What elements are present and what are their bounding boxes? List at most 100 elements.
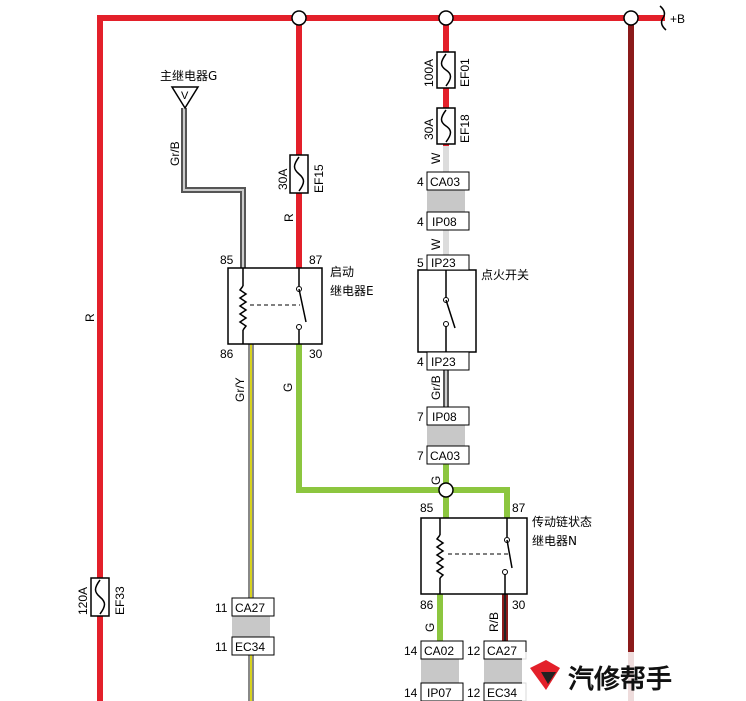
svg-text:IP23: IP23 [431, 256, 456, 270]
connector-ip23-top: IP23 5 [417, 254, 470, 271]
svg-text:11: 11 [215, 640, 228, 654]
svg-text:IP08: IP08 [432, 215, 457, 229]
trans-relay-name-line2: 继电器N [532, 534, 577, 548]
fuse-icon [440, 53, 452, 87]
wire-grb-main-relay [181, 108, 246, 268]
connector-ec34-left: EC34 11 [215, 636, 275, 656]
start-relay-pin-86: 86 [220, 347, 234, 361]
start-relay-name-line1: 启动 [330, 265, 354, 279]
wire-label-grb-ign: Gr/B [429, 375, 443, 400]
connector-ca27-right: CA27 12 [467, 640, 527, 660]
fuse-ef33-rating: 120A [76, 587, 90, 615]
fuse-ef15-name: EF15 [312, 164, 326, 193]
svg-text:14: 14 [404, 644, 418, 658]
connector-ip08-low: IP08 7 [417, 406, 470, 426]
junction-ef15 [291, 10, 307, 26]
wire-label-w-lower: W [429, 238, 443, 250]
start-relay-pin-87: 87 [309, 253, 323, 267]
svg-text:CA03: CA03 [430, 175, 460, 189]
svg-text:CA27: CA27 [235, 601, 265, 615]
ignition-switch: 点火开关 [417, 268, 529, 353]
connector-ca27-left: CA27 11 [215, 597, 275, 617]
svg-text:4: 4 [417, 175, 424, 189]
powertrain-relay-n: 85 86 87 30 传动链状态 继电器N [420, 501, 592, 612]
junction-right [623, 10, 639, 26]
fuse-ef01-name: EF01 [458, 58, 472, 87]
start-relay-e: 85 86 87 30 启动 继电器E [220, 253, 374, 361]
junction-green [438, 482, 454, 498]
svg-text:CA03: CA03 [430, 449, 460, 463]
svg-text:5: 5 [417, 256, 424, 270]
connector-ec34-right: EC34 12 [467, 682, 527, 701]
wire-bus-plus-b [97, 15, 665, 701]
wire-label-g-start: G [281, 383, 295, 392]
svg-text:7: 7 [417, 449, 424, 463]
connector-ca02: CA02 14 [404, 640, 464, 660]
main-relay-symbol-icon [170, 86, 200, 110]
fuse-ef33-name: EF33 [113, 586, 127, 615]
svg-text:EC34: EC34 [487, 686, 517, 700]
svg-text:IP23: IP23 [431, 355, 456, 369]
fuse-icon [293, 156, 305, 192]
bus-break-icon [659, 5, 667, 31]
svg-text:12: 12 [467, 644, 481, 658]
svg-text:14: 14 [404, 686, 418, 700]
junction-ef01 [438, 10, 454, 26]
svg-text:11: 11 [215, 601, 228, 615]
relay-coil-icon [435, 534, 445, 579]
fuse-ef15-rating: 30A [276, 169, 290, 190]
wire-green-start-30 [296, 344, 510, 518]
connector-ca03-top: CA03 4 [417, 171, 470, 191]
svg-text:IP07: IP07 [427, 686, 452, 700]
main-relay-symbol-letter: V [181, 90, 189, 102]
start-relay-name-line2: 继电器E [330, 284, 374, 298]
svg-text:7: 7 [417, 410, 424, 424]
fuse-ef01: 100A EF01 [422, 51, 472, 89]
connector-ip08-top: IP08 4 [417, 211, 470, 231]
fuse-ef15: 30A EF15 [276, 154, 326, 194]
fuse-ef01-rating: 100A [422, 59, 436, 87]
svg-text:4: 4 [417, 355, 424, 369]
fuse-ef18: 30A EF18 [422, 107, 472, 145]
ignition-switch-icon [445, 299, 456, 329]
relay-switch-icon [506, 539, 513, 569]
wire-label-w-upper: W [429, 152, 443, 164]
ignition-switch-name: 点火开关 [481, 268, 529, 282]
fuse-ef18-rating: 30A [422, 119, 436, 140]
svg-text:12: 12 [467, 686, 481, 700]
svg-text:IP08: IP08 [432, 410, 457, 424]
wire-label-g-ca02: G [423, 623, 437, 632]
trans-relay-pin-30: 30 [512, 598, 526, 612]
main-relay-name: 主继电器G [160, 69, 217, 83]
wire-label-r-ef15: R [282, 213, 296, 222]
trans-relay-pin-85: 85 [420, 501, 434, 515]
start-relay-pin-30: 30 [309, 347, 323, 361]
svg-text:EC34: EC34 [235, 640, 265, 654]
wire-label-r-left: R [83, 313, 97, 322]
watermark-text: 汽修帮手 [568, 664, 672, 695]
relay-coil-icon [238, 285, 248, 331]
supply-label: +B [670, 12, 685, 26]
fuse-ef33: 120A EF33 [76, 577, 127, 617]
fuse-ef18-name: EF18 [458, 114, 472, 143]
wire-label-g-junction: G [429, 476, 443, 485]
connector-ip23-bottom: IP23 4 [417, 351, 470, 371]
start-relay-pin-85: 85 [220, 253, 234, 267]
svg-text:CA02: CA02 [424, 644, 454, 658]
wire-label-grb-main: Gr/B [168, 141, 182, 166]
connector-ip07: IP07 14 [404, 682, 464, 701]
trans-relay-name-line1: 传动链状态 [532, 514, 592, 529]
watermark-logo: 汽修帮手 [522, 652, 746, 701]
fuse-icon [440, 109, 452, 143]
connector-ca03-low: CA03 7 [417, 445, 470, 465]
fuse-icon [94, 579, 106, 615]
relay-switch-icon [298, 288, 307, 323]
main-relay-g: V 主继电器G [160, 69, 217, 110]
trans-relay-pin-87: 87 [512, 501, 526, 515]
wire-label-gry: Gr/Y [233, 377, 247, 402]
trans-relay-pin-86: 86 [420, 598, 434, 612]
svg-text:4: 4 [417, 215, 424, 229]
wire-label-rb: R/B [487, 612, 501, 632]
